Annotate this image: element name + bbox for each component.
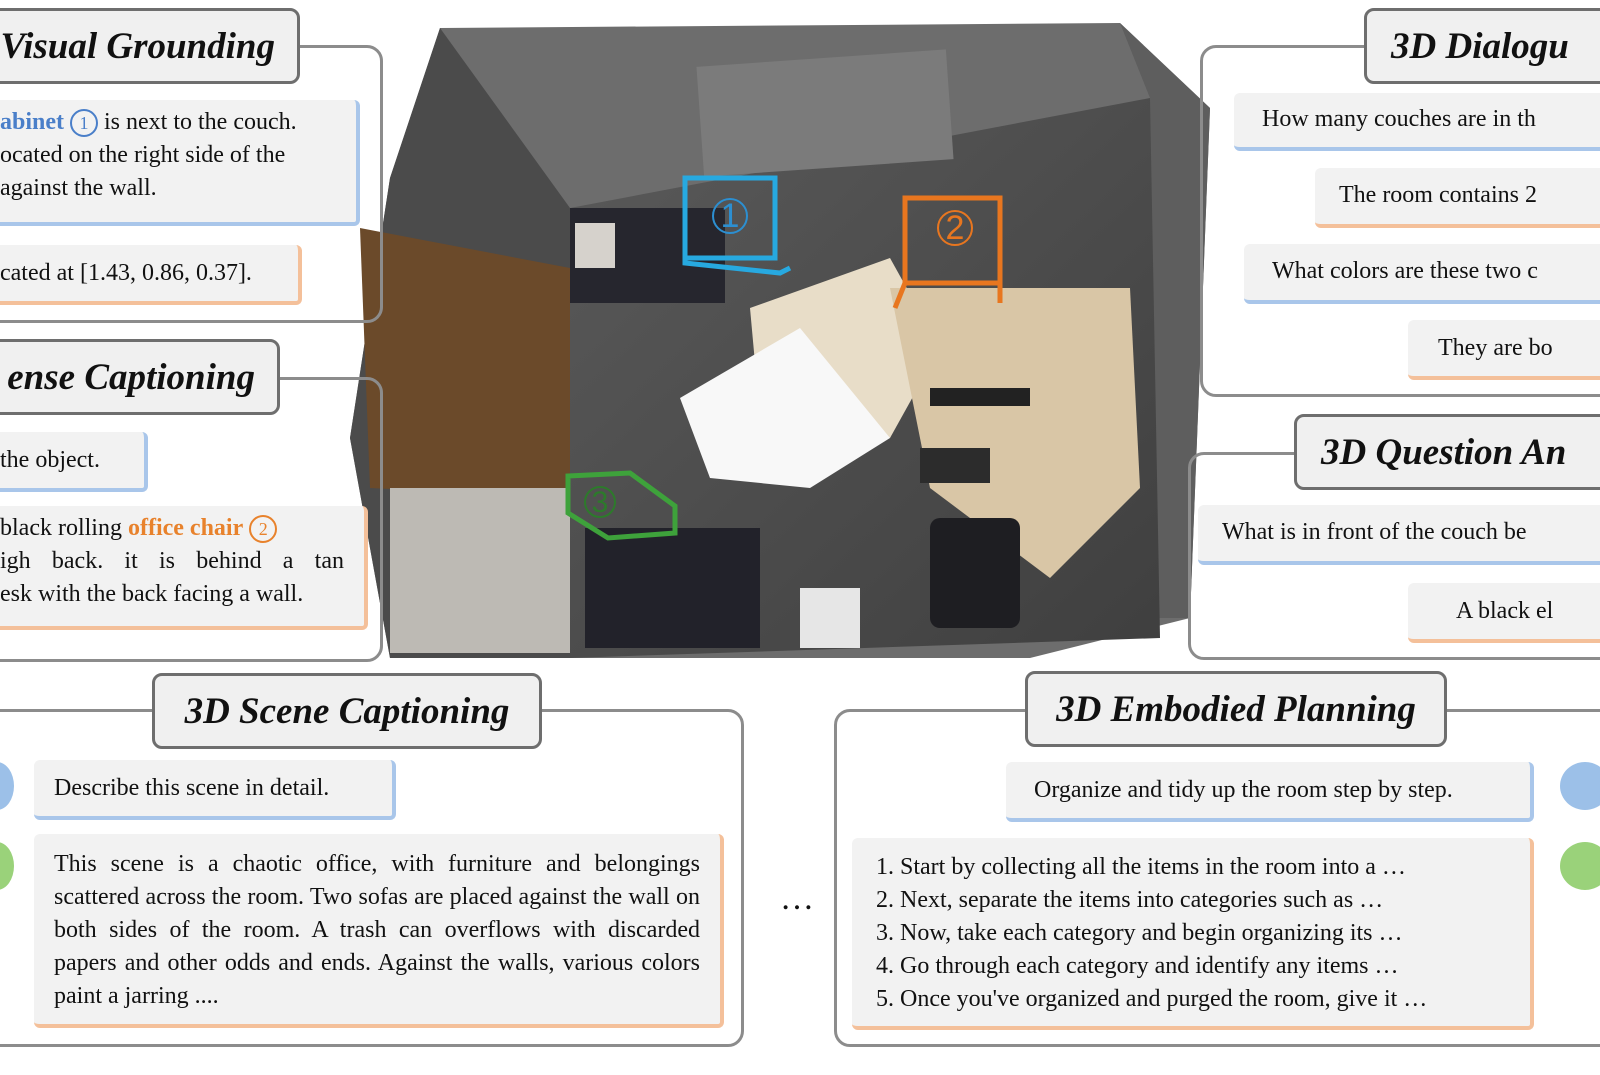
embodied-planning-answer: 1. Start by collecting all the items in …	[852, 838, 1534, 1030]
white-floor-patch	[680, 328, 890, 488]
wooden-panel	[360, 228, 570, 498]
ep-step-1: 1. Start by collecting all the items in …	[876, 854, 1406, 880]
bbox-trash-can: 3	[565, 470, 678, 541]
embodied-planning-title: 3D Embodied Planning	[1025, 671, 1447, 747]
vg-object-name: abinet	[0, 109, 65, 135]
box-floor	[800, 588, 860, 648]
visual-grounding-answer: cated at [1.43, 0.86, 0.37].	[0, 245, 302, 305]
dialogue-turn-3: What colors are these two c	[1244, 244, 1600, 304]
keyboard	[920, 448, 990, 483]
ep-step-5: 5. Once you've organized and purged the …	[876, 986, 1428, 1012]
dialogue-turn-1-text: How many couches are in th	[1262, 106, 1536, 132]
assistant-avatar-left	[0, 842, 14, 890]
vg-q-line3: against the wall.	[0, 175, 157, 201]
qa-title-text: 3D Question An	[1321, 431, 1567, 473]
dense-captioning-question: the object.	[0, 432, 148, 492]
dc-a-pre: black rolling	[0, 515, 128, 541]
dense-captioning-answer: black rolling office chair 2 igh back. i…	[0, 506, 368, 630]
more-tasks-ellipsis: …	[780, 880, 820, 917]
right-wall	[1120, 23, 1210, 618]
embodied-planning-question: Organize and tidy up the room step by st…	[1006, 762, 1534, 822]
ep-step-3: 3. Now, take each category and begin org…	[876, 920, 1403, 946]
dense-captioning-title: ense Captioning	[0, 339, 280, 415]
qa-answer: A black el	[1408, 583, 1600, 643]
dc-object-name: office chair	[127, 515, 244, 541]
bbox-label-1: 1	[721, 197, 740, 235]
visual-grounding-title: Visual Grounding	[0, 8, 300, 84]
dc-a-line1: black rolling office chair 2	[0, 512, 344, 545]
vg-q-line2: ocated on the right side of the	[0, 142, 286, 168]
scene-captioning-title: 3D Scene Captioning	[152, 673, 542, 749]
dc-question-text: the object.	[0, 447, 100, 473]
embodied-planning-title-text: 3D Embodied Planning	[1056, 688, 1416, 730]
dialogue-turn-2-text: The room contains 2	[1339, 182, 1537, 208]
user-avatar-left	[0, 762, 14, 810]
bbox-label-3: 3	[592, 486, 609, 519]
visual-grounding-question: abinet 1 is next to the couch. ocated on…	[0, 100, 360, 226]
vg-q-text1: is next to the couch.	[98, 109, 297, 135]
qa-answer-text: A black el	[1456, 598, 1554, 624]
couch-cushion	[575, 223, 615, 268]
bbox-cabinet: 1	[682, 175, 792, 276]
ep-question-text: Organize and tidy up the room step by st…	[1034, 777, 1453, 803]
couch-bottom	[585, 528, 760, 648]
visual-grounding-title-text: Visual Grounding	[0, 25, 275, 67]
ep-step-2: 2. Next, separate the items into categor…	[876, 887, 1384, 913]
scene-captioning-answer: This scene is a chaotic office, with fur…	[34, 834, 724, 1028]
monitor	[930, 388, 1030, 406]
scene-point-cloud: 1 2 3	[350, 23, 1210, 658]
assistant-avatar-right	[1560, 842, 1600, 890]
ceiling-patch	[696, 49, 954, 177]
dialogue-turn-2: The room contains 2	[1315, 168, 1600, 228]
desk-right	[890, 288, 1140, 578]
vg-object-marker: 1	[70, 109, 99, 138]
dense-captioning-title-text: ense Captioning	[7, 356, 255, 398]
vg-answer-text: cated at [1.43, 0.86, 0.37].	[0, 260, 252, 286]
shelf-left	[390, 488, 570, 653]
dialogue-turn-4: They are bo	[1408, 320, 1600, 380]
qa-question: What is in front of the couch be	[1198, 505, 1600, 565]
dialogue-title: 3D Dialogu	[1364, 8, 1600, 84]
bbox-office-chair: 2	[892, 195, 1003, 309]
vg-q-line1: abinet 1 is next to the couch.	[0, 106, 336, 139]
dialogue-title-text: 3D Dialogu	[1391, 25, 1569, 67]
qa-question-text: What is in front of the couch be	[1222, 519, 1527, 545]
dialogue-turn-3-text: What colors are these two c	[1272, 258, 1538, 284]
user-avatar-right	[1560, 762, 1600, 810]
dialogue-turn-4-text: They are bo	[1438, 335, 1553, 361]
sc-question-text: Describe this scene in detail.	[54, 775, 330, 801]
dc-object-marker: 2	[249, 515, 278, 544]
sc-answer-text: This scene is a chaotic office, with fur…	[54, 851, 700, 1009]
qa-title: 3D Question An	[1294, 414, 1600, 490]
scene-captioning-question: Describe this scene in detail.	[34, 760, 396, 820]
dc-a-line3: esk with the back facing a wall.	[0, 581, 304, 607]
scene-captioning-title-text: 3D Scene Captioning	[184, 690, 510, 732]
ep-step-4: 4. Go through each category and identify…	[876, 953, 1399, 979]
dc-a-line2: igh back. it is behind a tan	[0, 548, 344, 574]
bbox-label-2: 2	[946, 209, 965, 247]
dialogue-connector	[1232, 46, 1233, 47]
dialogue-turn-1: How many couches are in th	[1234, 93, 1600, 151]
office-chair	[930, 518, 1020, 628]
